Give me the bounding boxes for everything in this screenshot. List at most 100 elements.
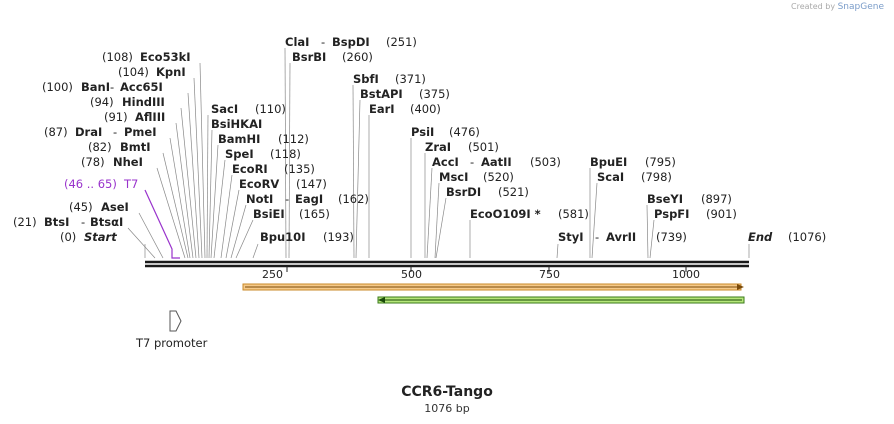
site-pos-bamhi: (112) — [278, 132, 309, 146]
site-drai[interactable]: DraI — [75, 125, 102, 139]
t7-leader-line — [144, 189, 180, 259]
leader-line — [434, 182, 440, 259]
site-psii[interactable]: PsiI — [411, 125, 434, 139]
site-bstapi[interactable]: BstAPI — [360, 87, 403, 101]
site-eco0109i[interactable]: EcoO109I * — [470, 207, 541, 221]
site-noti[interactable]: NotI — [246, 192, 273, 206]
leader-line — [210, 144, 219, 259]
site-pos-ecori: (135) — [284, 162, 315, 176]
snapgene-credit: Created by SnapGene — [791, 2, 884, 12]
site-styi[interactable]: StyI — [558, 230, 584, 244]
site-pos-hindiii: (94) — [90, 95, 114, 109]
leader-line — [156, 167, 186, 259]
site-bsihkai[interactable]: BsiHKAI — [211, 117, 262, 131]
site-pos-bani: (100) — [42, 80, 73, 94]
orf-forward-arrow[interactable] — [242, 283, 744, 291]
site-pos-bsrdi: (521) — [498, 185, 529, 199]
leader-line — [225, 189, 240, 259]
site-bamhi[interactable]: BamHI — [218, 132, 260, 146]
dash-clai-bspdi: - — [321, 35, 325, 49]
site-hindiii[interactable]: HindIII — [122, 95, 165, 109]
site-bpuei[interactable]: BpuEI — [590, 155, 627, 169]
site-pos-eari: (400) — [410, 102, 441, 116]
leader-line — [352, 84, 355, 259]
site-pos-zrai: (501) — [468, 140, 499, 154]
site-asei[interactable]: AseI — [101, 200, 129, 214]
leader-line — [127, 227, 156, 259]
leader-line — [252, 243, 259, 259]
site-pos-bsiei: (165) — [299, 207, 330, 221]
site-bseyi[interactable]: BseYI — [647, 192, 683, 206]
site-pos-bstapi: (375) — [419, 87, 450, 101]
pair-dashes: - - - - - - - — [81, 35, 599, 244]
ruler-label-750: 750 — [539, 268, 560, 281]
site-eari[interactable]: EarI — [369, 102, 395, 116]
site-avrii[interactable]: AvrII — [606, 230, 636, 244]
site-kpni[interactable]: KpnI — [156, 65, 186, 79]
orf-reverse-arrow[interactable] — [377, 296, 745, 304]
site-ecori[interactable]: EcoRI — [232, 162, 268, 176]
site-pos-psii: (476) — [449, 125, 480, 139]
site-eagi[interactable]: EagI — [295, 192, 323, 206]
leader-lines — [127, 47, 750, 259]
site-pos-ecorv: (147) — [296, 177, 327, 191]
site-pos-bsrbi: (260) — [342, 50, 373, 64]
ruler-ticks — [286, 266, 687, 272]
site-aatii[interactable]: AatII — [481, 155, 512, 169]
site-btsai[interactable]: BtsαI — [90, 215, 123, 229]
site-pos-pspfi: (901) — [706, 207, 737, 221]
site-pos-eco0109i: (581) — [558, 207, 589, 221]
site-scai[interactable]: ScaI — [597, 170, 624, 184]
t7-label: T7 — [123, 177, 138, 191]
site-afliii[interactable]: AflIII — [135, 110, 165, 124]
site-pos-clai: (251) — [386, 35, 417, 49]
leader-line — [355, 99, 361, 259]
leader-line — [208, 129, 213, 259]
site-pos-noti: (162) — [338, 192, 369, 206]
site-bspdi[interactable]: BspDI — [332, 35, 370, 49]
site-btsi[interactable]: BtsI — [44, 215, 69, 229]
site-bpu10i[interactable]: Bpu10I — [260, 230, 305, 244]
site-spei[interactable]: SpeI — [225, 147, 254, 161]
leader-line — [288, 62, 291, 259]
site-pspfi[interactable]: PspFI — [654, 207, 689, 221]
leader-line — [220, 174, 233, 259]
site-clai[interactable]: ClaI — [285, 35, 309, 49]
site-eco53ki[interactable]: Eco53kI — [140, 50, 191, 64]
site-saci[interactable]: SacI — [211, 102, 238, 116]
leader-line — [180, 107, 197, 259]
leader-line — [213, 159, 226, 259]
t7-promoter-feature[interactable] — [169, 310, 182, 332]
site-acc65i[interactable]: Acc65I — [120, 80, 163, 94]
site-bsiei[interactable]: BsiEI — [253, 207, 285, 221]
dash-bani-acc65i: - — [110, 80, 114, 94]
leader-line — [284, 47, 287, 259]
site-ecorv[interactable]: EcoRV — [239, 177, 279, 191]
start-position: (0) — [60, 230, 76, 244]
leader-line — [591, 182, 598, 259]
site-pos-bseyi: (897) — [701, 192, 732, 206]
site-pos-spei: (118) — [270, 147, 301, 161]
site-bsrdi[interactable]: BsrDI — [446, 185, 481, 199]
ruler-label-250: 250 — [262, 268, 283, 281]
credit-prefix: Created by — [791, 2, 836, 11]
site-sbfi[interactable]: SbfI — [353, 72, 379, 86]
leader-line — [206, 114, 209, 259]
site-acci[interactable]: AccI — [432, 155, 459, 169]
leader-line — [162, 152, 189, 259]
site-bani[interactable]: BanI — [81, 80, 110, 94]
start-label: Start — [84, 230, 117, 244]
leader-line — [187, 92, 200, 259]
site-bsrbi[interactable]: BsrBI — [292, 50, 326, 64]
site-pos-styi: (739) — [656, 230, 687, 244]
site-msci[interactable]: MscI — [439, 170, 468, 184]
leader-line — [646, 204, 649, 259]
site-pmei[interactable]: PmeI — [124, 125, 157, 139]
site-pos-sbfi: (371) — [395, 72, 426, 86]
t7-range: (46 .. 65) — [64, 177, 117, 191]
site-nhei[interactable]: NheI — [113, 155, 143, 169]
site-zrai[interactable]: ZraI — [425, 140, 451, 154]
site-pos-nhei: (78) — [81, 155, 105, 169]
site-pos-msci: (520) — [483, 170, 514, 184]
site-bmti[interactable]: BmtI — [120, 140, 151, 154]
